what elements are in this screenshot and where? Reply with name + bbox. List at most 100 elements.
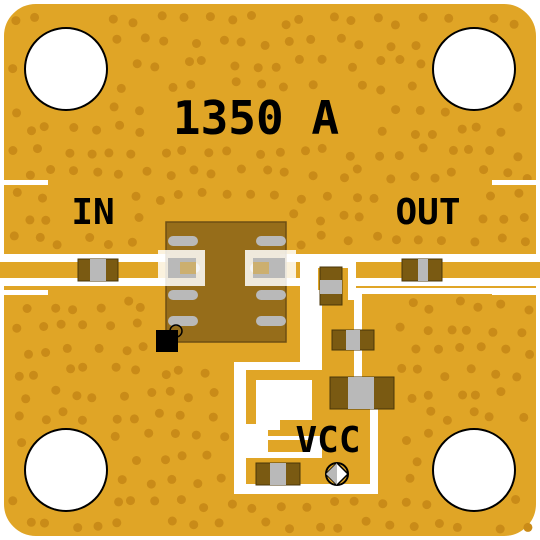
via	[216, 473, 226, 483]
via	[458, 390, 468, 400]
via	[106, 321, 116, 331]
via	[104, 148, 114, 158]
via	[375, 151, 385, 161]
via	[485, 146, 495, 155]
via	[513, 102, 523, 112]
via	[246, 189, 256, 199]
via	[185, 57, 194, 67]
via	[470, 237, 480, 247]
via	[353, 193, 362, 203]
via	[394, 151, 404, 161]
via	[276, 502, 286, 512]
via	[132, 59, 142, 69]
via	[373, 231, 383, 241]
via	[392, 235, 401, 245]
decoupling-capacitor	[329, 376, 395, 410]
via	[440, 372, 450, 382]
via	[236, 37, 246, 47]
via	[21, 394, 31, 404]
via	[8, 496, 18, 506]
via	[520, 237, 530, 247]
via	[131, 191, 141, 201]
bias-gap-lower	[250, 440, 268, 456]
via	[219, 35, 229, 45]
via	[206, 169, 216, 179]
via	[177, 145, 187, 155]
via	[168, 82, 178, 92]
mounting-hole-top-left	[24, 27, 108, 111]
via	[378, 499, 388, 509]
via	[407, 81, 417, 91]
via	[302, 502, 312, 512]
via	[391, 105, 401, 115]
via	[146, 479, 156, 489]
via	[333, 523, 343, 533]
via	[208, 412, 218, 422]
via	[11, 16, 21, 26]
via	[173, 190, 183, 199]
via	[434, 519, 444, 528]
via	[66, 364, 76, 374]
via	[144, 428, 154, 438]
via	[58, 407, 68, 417]
via	[69, 123, 79, 132]
via	[496, 387, 506, 397]
via	[72, 391, 82, 401]
via	[132, 318, 142, 328]
via	[8, 146, 18, 155]
via	[14, 371, 24, 381]
via	[269, 190, 279, 200]
via	[281, 20, 291, 30]
via	[296, 240, 306, 250]
via	[509, 19, 519, 29]
bias-inner-trace	[256, 380, 312, 430]
via	[497, 233, 507, 243]
via	[476, 342, 486, 352]
via	[155, 195, 165, 205]
via	[127, 237, 137, 247]
via	[129, 414, 139, 424]
via	[39, 122, 49, 132]
via	[111, 362, 121, 372]
via	[41, 415, 51, 425]
via	[170, 429, 180, 438]
via	[501, 344, 511, 354]
via	[40, 518, 49, 528]
via	[471, 122, 481, 132]
via	[376, 85, 386, 95]
via	[114, 497, 124, 507]
mounting-hole-bottom-right	[432, 428, 516, 512]
via	[162, 148, 171, 158]
via	[346, 16, 356, 25]
via	[412, 457, 422, 467]
via	[157, 11, 167, 21]
via	[78, 362, 88, 372]
via	[222, 189, 232, 199]
via	[447, 325, 457, 335]
via	[479, 165, 489, 175]
part-number-label: 1350 A	[173, 91, 339, 145]
via	[135, 127, 145, 137]
via	[339, 210, 349, 220]
via	[473, 302, 483, 312]
via	[409, 522, 419, 531]
via	[440, 107, 450, 117]
via	[306, 34, 316, 44]
via	[411, 41, 421, 51]
via	[205, 12, 215, 22]
via	[349, 496, 359, 506]
via	[161, 455, 170, 465]
via	[385, 520, 395, 530]
via	[423, 326, 433, 336]
via	[448, 145, 458, 155]
via	[12, 323, 22, 333]
via	[230, 61, 240, 71]
via	[14, 411, 24, 421]
via	[257, 79, 267, 89]
via	[150, 496, 160, 506]
via	[390, 20, 400, 30]
via	[222, 146, 232, 156]
via	[27, 126, 36, 136]
via	[46, 165, 56, 174]
via	[150, 62, 160, 72]
